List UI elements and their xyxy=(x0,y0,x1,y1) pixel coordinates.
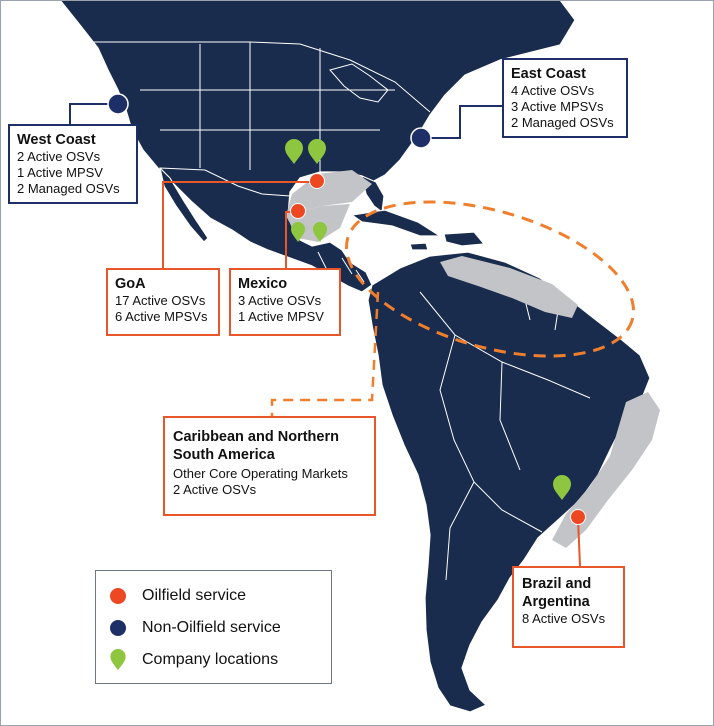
east-coast-connector xyxy=(424,105,502,139)
houston-company-pin xyxy=(285,139,303,164)
east-coast-line: 3 Active MPSVs xyxy=(511,99,604,114)
caribbean-title: Caribbean and Northern South America xyxy=(173,429,339,463)
louisiana-company-pin xyxy=(308,139,326,164)
baja-california xyxy=(159,167,209,243)
goa-line: 6 Active MPSVs xyxy=(115,309,208,324)
navy-dot-icon xyxy=(110,620,126,636)
legend-item-non-oilfield: Non-Oilfield service xyxy=(110,617,281,639)
brazil-oilfield-dot xyxy=(570,509,586,525)
legend-label: Non-Oilfield service xyxy=(142,619,281,636)
state-borders xyxy=(140,42,395,172)
west-coast-line: 2 Active OSVs xyxy=(17,149,101,164)
west-coast-title: West Coast xyxy=(17,132,96,148)
brazil-company-pin xyxy=(553,475,571,500)
caribbean-dashed-connector xyxy=(270,291,380,416)
south-america-landmass xyxy=(367,251,651,713)
caribbean-box: Caribbean and Northern South America Oth… xyxy=(163,416,376,516)
mexico-line: 1 Active MPSV xyxy=(238,309,324,324)
east-coast-non-oilfield-dot xyxy=(410,127,432,149)
brazil-title: Brazil and Argentina xyxy=(522,576,592,610)
legend-item-oilfield: Oilfield service xyxy=(110,585,246,607)
west-coast-non-oilfield-dot xyxy=(107,93,129,115)
legend-item-company: Company locations xyxy=(110,649,278,671)
goa-box: GoA 17 Active OSVs 6 Active MPSVs xyxy=(106,268,220,336)
central-america-borders xyxy=(317,251,365,283)
brazil-coast-zone xyxy=(552,392,660,548)
east-coast-line: 4 Active OSVs xyxy=(511,83,595,98)
goa-title: GoA xyxy=(115,276,146,292)
mexico-company-pin-2 xyxy=(313,222,327,242)
brazil-line: 8 Active OSVs xyxy=(522,611,606,626)
caribbean-dashed-ellipse xyxy=(345,200,635,358)
goa-oilfield-dot xyxy=(309,173,325,189)
green-pin-icon xyxy=(110,649,126,671)
east-coast-title: East Coast xyxy=(511,66,586,82)
goa-line: 17 Active OSVs xyxy=(115,293,206,308)
caribbean-line: Other Core Operating Markets xyxy=(173,466,348,481)
mexico-title: Mexico xyxy=(238,276,288,292)
east-coast-line: 2 Managed OSVs xyxy=(511,115,614,130)
west-coast-connector xyxy=(69,103,116,124)
us-canada-border xyxy=(92,41,431,113)
brazil-connector xyxy=(577,517,581,567)
goa-connector xyxy=(162,181,317,268)
east-coast-box: East Coast 4 Active OSVs 3 Active MPSVs … xyxy=(502,58,628,138)
cuba-island xyxy=(351,209,441,237)
caribbean-line: 2 Active OSVs xyxy=(173,482,257,497)
us-mexico-border xyxy=(159,167,291,197)
west-coast-line: 2 Managed OSVs xyxy=(17,181,120,196)
jamaica-island xyxy=(409,242,429,251)
legend-label: Oilfield service xyxy=(142,587,247,604)
brazil-box: Brazil and Argentina 8 Active OSVs xyxy=(512,566,625,648)
great-lakes-outline xyxy=(329,63,389,103)
hispaniola-island xyxy=(443,231,485,247)
west-coast-line: 1 Active MPSV xyxy=(17,165,103,180)
northern-south-america-zone xyxy=(440,256,578,318)
map-legend: Oilfield service Non-Oilfield service Co… xyxy=(95,570,332,684)
legend-label: Company locations xyxy=(142,651,279,668)
orange-dot-icon xyxy=(110,588,126,604)
mexico-box: Mexico 3 Active OSVs 1 Active MPSV xyxy=(229,268,341,336)
mexico-line: 3 Active OSVs xyxy=(238,293,322,308)
south-america-borders xyxy=(419,279,591,581)
west-coast-box: West Coast 2 Active OSVs 1 Active MPSV 2… xyxy=(8,124,138,204)
mexico-company-pin-1 xyxy=(291,222,305,242)
mexico-oilfield-dot xyxy=(290,203,306,219)
